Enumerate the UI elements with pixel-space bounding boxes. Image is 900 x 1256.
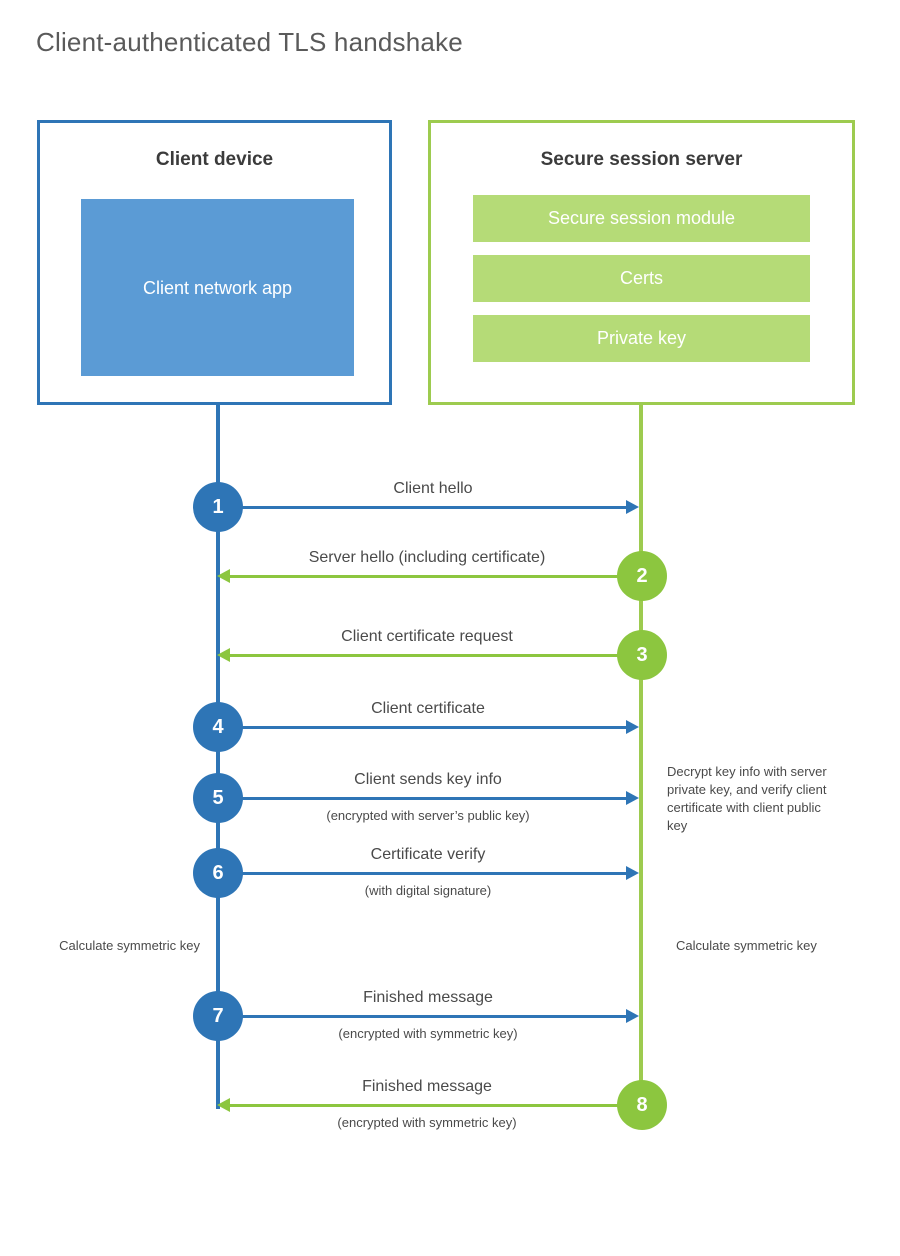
step-badge-1: 1 [193,482,243,532]
client-device-title: Client device [155,149,274,170]
step-badge-7: 7 [193,991,243,1041]
message-sublabel-6: (with digital signature) [364,883,492,898]
page-title: Client-authenticated TLS handshake [36,27,463,57]
arrow-shaft-4 [218,726,626,729]
arrow-shaft-7 [218,1015,626,1018]
arrow-shaft-8 [230,1104,642,1107]
step-badge-4: 4 [193,702,243,752]
message-label-4: Client certificate [371,700,485,717]
arrow-head-left-icon-3 [217,648,230,662]
arrow-head-right-icon-4 [626,720,639,734]
note-decrypt-key-info: Decrypt key info with server private key… [667,764,827,833]
server-module-private-key: Private key [473,315,810,362]
message-label-3: Client certificate request [341,628,513,645]
step-badge-3: 3 [617,630,667,680]
server-lifeline [639,403,643,1105]
secure-session-server-title: Secure session server [540,149,743,170]
arrow-head-left-icon-8 [217,1098,230,1112]
step-badge-5: 5 [193,773,243,823]
message-sublabel-8: (encrypted with symmetric key) [337,1115,517,1130]
server-module-certs: Certs [473,255,810,302]
arrow-head-right-icon-7 [626,1009,639,1023]
arrow-shaft-1 [218,506,626,509]
message-label-8: Finished message [362,1078,492,1095]
arrow-head-left-icon-2 [217,569,230,583]
arrow-shaft-3 [230,654,642,657]
message-sublabel-7: (encrypted with symmetric key) [338,1026,518,1041]
arrow-shaft-2 [230,575,642,578]
server-module-secure-session-module: Secure session module [473,195,810,242]
message-label-5: Client sends key info [354,771,502,788]
note-calculate-symmetric-key-client: Calculate symmetric key [59,938,200,953]
client-network-app-block: Client network app [81,199,354,376]
step-badge-6: 6 [193,848,243,898]
step-badge-2: 2 [617,551,667,601]
server-modules-list: Secure session module Certs Private key [473,195,810,375]
arrow-head-right-icon-1 [626,500,639,514]
secure-session-server-box: Secure session server Secure session mod… [428,120,855,405]
step-badge-8: 8 [617,1080,667,1130]
message-label-2: Server hello (including certificate) [308,549,546,566]
client-lifeline [216,403,220,1109]
client-network-app-label: Client network app [142,277,293,298]
arrow-head-right-icon-5 [626,791,639,805]
message-sublabel-5: (encrypted with server’s public key) [326,808,530,823]
note-calculate-symmetric-key-server: Calculate symmetric key [676,938,817,953]
message-label-7: Finished message [363,989,493,1006]
arrow-head-right-icon-6 [626,866,639,880]
arrow-shaft-6 [218,872,626,875]
message-label-1: Client hello [393,480,473,497]
message-label-6: Certificate verify [370,846,486,863]
arrow-shaft-5 [218,797,626,800]
client-device-box: Client device Client network app [37,120,392,405]
